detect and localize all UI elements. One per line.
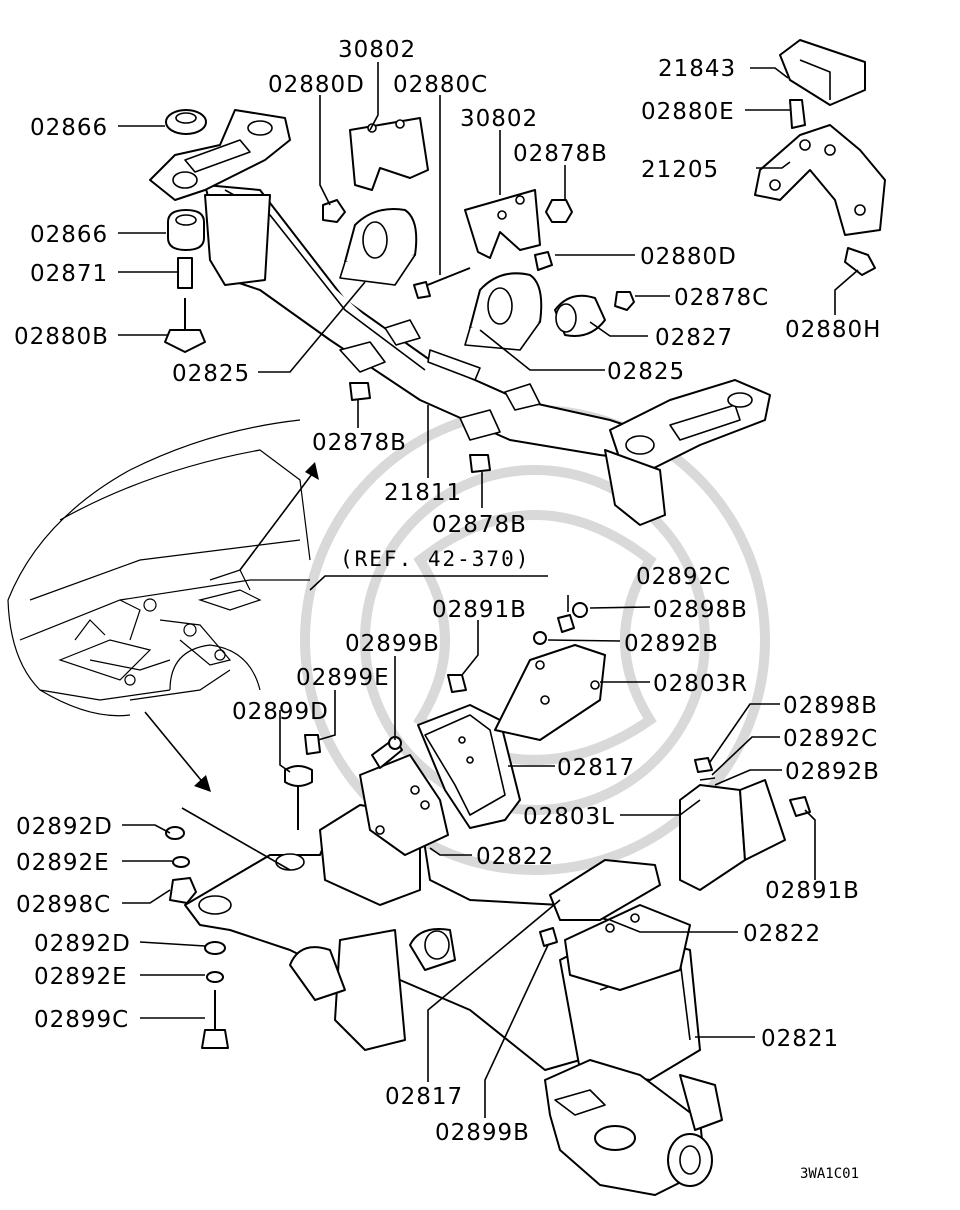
label-21811: 21811 bbox=[384, 480, 462, 506]
label-02898C: 02898C bbox=[16, 892, 111, 918]
label-02898B-top: 02898B bbox=[653, 597, 748, 623]
diagram-code: 3WA1C01 bbox=[800, 1166, 859, 1182]
label-02892D-lower: 02892D bbox=[34, 931, 131, 957]
label-02891B-top: 02891B bbox=[432, 597, 527, 623]
label-30802-mid: 30802 bbox=[460, 106, 538, 132]
label-02817-top: 02817 bbox=[557, 755, 635, 781]
label-02899B-bottom: 02899B bbox=[435, 1120, 530, 1146]
label-02822-right: 02822 bbox=[743, 921, 821, 947]
label-02892C-right: 02892C bbox=[783, 726, 878, 752]
label-02892B-right: 02892B bbox=[785, 759, 880, 785]
label-02891B-right: 02891B bbox=[765, 878, 860, 904]
lower-parts bbox=[165, 602, 811, 1049]
label-02803L: 02803L bbox=[523, 804, 615, 830]
label-30802-top: 30802 bbox=[338, 37, 416, 63]
label-02866-top: 02866 bbox=[30, 115, 108, 141]
reference-text: (REF. 42-370) bbox=[340, 547, 530, 571]
label-21205: 21205 bbox=[641, 157, 719, 183]
label-02880B: 02880B bbox=[14, 324, 109, 350]
label-02825-left: 02825 bbox=[172, 361, 250, 387]
label-02880D-right: 02880D bbox=[640, 244, 737, 270]
label-02880E: 02880E bbox=[641, 99, 735, 125]
label-02878C: 02878C bbox=[674, 285, 769, 311]
label-02892C-top: 02892C bbox=[636, 564, 731, 590]
label-02878B-top: 02878B bbox=[513, 141, 608, 167]
label-02892E-lower: 02892E bbox=[34, 964, 128, 990]
label-02866-lower: 02866 bbox=[30, 222, 108, 248]
label-02899E: 02899E bbox=[296, 665, 390, 691]
label-02880C: 02880C bbox=[393, 72, 488, 98]
label-02827: 02827 bbox=[655, 325, 733, 351]
label-02878B-mid: 02878B bbox=[312, 430, 407, 456]
label-02892E-top: 02892E bbox=[16, 850, 110, 876]
label-02880D-top: 02880D bbox=[268, 72, 365, 98]
leader-lines-upper bbox=[118, 62, 859, 508]
label-02822-left: 02822 bbox=[476, 844, 554, 870]
label-02803R: 02803R bbox=[653, 671, 748, 697]
label-02880H: 02880H bbox=[785, 317, 881, 343]
reference-callout bbox=[309, 575, 548, 591]
label-02892B-top: 02892B bbox=[624, 631, 719, 657]
label-02899C: 02899C bbox=[34, 1007, 129, 1033]
label-02817-bottom: 02817 bbox=[385, 1084, 463, 1110]
label-21843: 21843 bbox=[658, 56, 736, 82]
car-sketch bbox=[7, 419, 319, 792]
label-02898B-right: 02898B bbox=[783, 693, 878, 719]
label-02821: 02821 bbox=[761, 1026, 839, 1052]
leader-lines-lower bbox=[122, 595, 816, 1118]
label-02871: 02871 bbox=[30, 261, 108, 287]
upper-parts bbox=[164, 39, 886, 473]
front-crossmember bbox=[149, 109, 771, 526]
label-02825-right: 02825 bbox=[607, 359, 685, 385]
label-02892D-top: 02892D bbox=[16, 814, 113, 840]
label-02878B-lower: 02878B bbox=[432, 512, 527, 538]
rear-crossmember bbox=[184, 804, 723, 1196]
callout-labels: 02866 02866 02871 02880B 02825 02880D 30… bbox=[14, 37, 881, 1182]
label-02899D: 02899D bbox=[232, 699, 329, 725]
label-02899B-top: 02899B bbox=[345, 631, 440, 657]
